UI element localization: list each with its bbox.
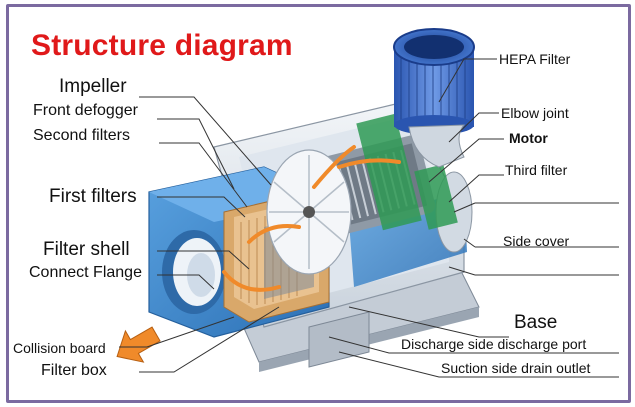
label-front-defogger: Front defogger (33, 102, 138, 119)
diagram-title: Structure diagram (31, 29, 293, 62)
label-collision-board: Collision board (13, 340, 106, 356)
label-connect-flange: Connect Flange (29, 264, 142, 281)
label-filter-box: Filter box (41, 362, 107, 379)
collision-board-arrow (116, 326, 161, 363)
label-base: Base (514, 312, 558, 333)
label-suction-side-outlet: Suction side drain outlet (441, 360, 591, 376)
label-hepa-filter: HEPA Filter (499, 51, 571, 67)
airflow-arrows (222, 145, 401, 292)
label-side-cover: Side cover (503, 233, 570, 249)
impeller-disc (266, 149, 352, 275)
label-elbow-joint: Elbow joint (501, 105, 569, 121)
machine-illustration (116, 28, 619, 378)
label-discharge-side-port: Discharge side discharge port (401, 336, 587, 352)
label-filter-shell: Filter shell (43, 239, 130, 260)
hepa-filter (393, 28, 475, 168)
label-third-filter: Third filter (505, 162, 568, 178)
leader-lines (119, 58, 619, 378)
label-impeller: Impeller (59, 76, 127, 97)
label-second-filters: Second filters (33, 127, 130, 144)
diagram-frame: Structure diagram Impeller Front defogge… (6, 4, 631, 403)
label-motor: Motor (509, 130, 548, 146)
label-first-filters: First filters (49, 186, 137, 207)
